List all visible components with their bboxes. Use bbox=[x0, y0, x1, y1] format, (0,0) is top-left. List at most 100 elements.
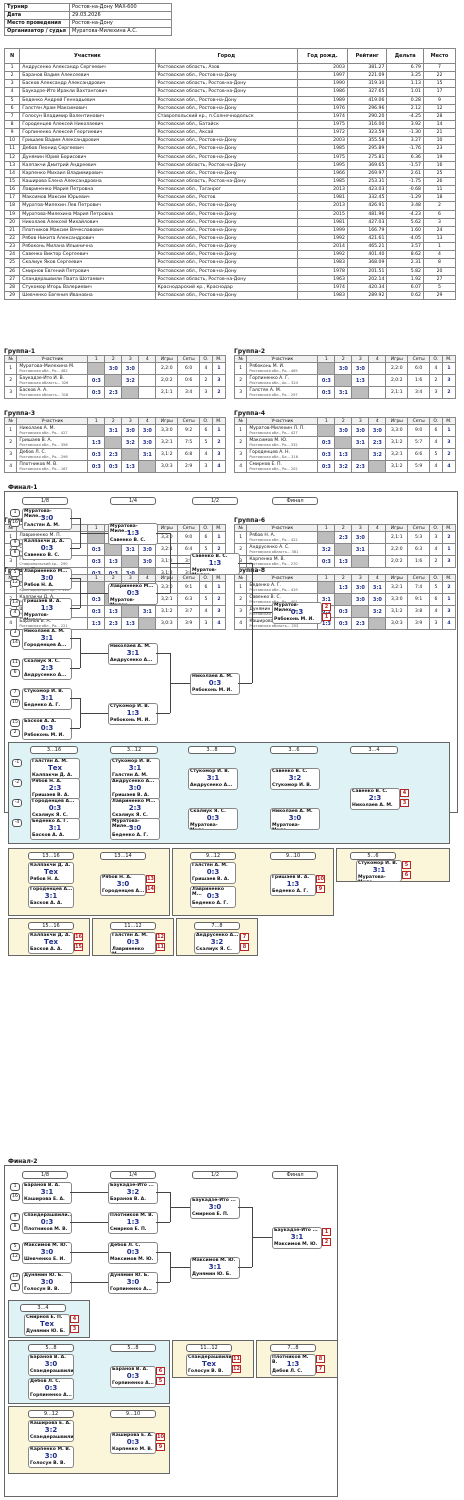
group-cell-sets: 6:3 bbox=[407, 543, 431, 556]
group-cell-name: Смирнов Е. П.Ростовская обл., Ро... 202 bbox=[246, 460, 319, 473]
match-player-b: Максимов М. Ю. bbox=[274, 1242, 318, 1247]
match-player-a: Стукомор И. В. bbox=[112, 759, 152, 764]
group-col-header: М. bbox=[441, 355, 457, 363]
player-cell: 0.62 bbox=[386, 290, 424, 301]
group-player-rating: 167 bbox=[60, 467, 68, 471]
group-player-name: Лавриненко М. П. bbox=[19, 533, 62, 538]
group-player-rating: 326 bbox=[61, 381, 69, 385]
match-player-b: Басков А. А. bbox=[32, 833, 65, 838]
player-cell: 15 bbox=[422, 79, 457, 89]
connector-line bbox=[170, 1207, 190, 1208]
group-score: 3:1 bbox=[372, 584, 382, 591]
place-box: 14 bbox=[146, 885, 155, 893]
match-player-b: Скалиук Я. С. bbox=[32, 813, 68, 818]
group-player-sub: Ростовская обл., Ро... 427 bbox=[19, 431, 85, 435]
group-cell-name: Дебов Л. С.Ростовская обл., Ро... 296 bbox=[16, 448, 89, 461]
place-box: 1 bbox=[322, 613, 331, 621]
group-score: 0:3 bbox=[321, 389, 331, 396]
connector-line bbox=[80, 593, 108, 594]
seed-box: 7 bbox=[10, 689, 20, 697]
player-cell: 5.62 bbox=[386, 217, 424, 227]
player-cell: Ростовская обл., Ростов-на-Дону bbox=[154, 290, 299, 301]
match-score: 3:2 bbox=[210, 938, 224, 946]
group-score: 3:2 bbox=[125, 377, 135, 384]
group-cell-score: 3:2 bbox=[121, 436, 140, 449]
match-player-b: Беденко А. Г. bbox=[24, 703, 61, 708]
group-cell-place: 2 bbox=[211, 386, 227, 399]
group-player-city: Ростовская обл., Ро... bbox=[19, 624, 61, 628]
player-cell: 419.06 bbox=[346, 95, 388, 105]
match-score: 0:3 bbox=[126, 938, 140, 946]
group-cell-place: 3 bbox=[441, 555, 457, 568]
group-player-sub: Ростовская обл., Ро... 202 bbox=[249, 467, 315, 471]
match-score: 3:0 bbox=[128, 784, 142, 792]
player-cell: 6.79 bbox=[386, 62, 424, 73]
connector-line bbox=[252, 563, 253, 683]
group-cell-score bbox=[121, 448, 140, 461]
player-cell: 0.28 bbox=[386, 95, 424, 105]
match-player-b: Дунямин Ю. Б. bbox=[26, 1329, 65, 1334]
group-score: 3:0 bbox=[355, 596, 365, 603]
player-cell: -1.29 bbox=[386, 193, 424, 203]
match-player-b: Калпакчи Д. А. bbox=[32, 773, 73, 778]
player-cell: 26 bbox=[422, 176, 457, 187]
seed-box: 5 bbox=[10, 569, 20, 577]
player-cell: 1976 bbox=[297, 103, 348, 113]
group-player-sub: Ростовская обл., Ба... 316 bbox=[249, 455, 315, 459]
group-cell-score bbox=[138, 362, 157, 375]
group-cell-place: 4 bbox=[211, 617, 227, 630]
connector-line bbox=[156, 1192, 170, 1193]
group-player-rating: 381 bbox=[291, 550, 299, 554]
group-score: 3:0 bbox=[125, 570, 135, 577]
connector-line bbox=[70, 1192, 108, 1193]
group-player-name: Дебов Л. С. bbox=[19, 450, 47, 455]
group-cell-score: 3:0 bbox=[121, 424, 140, 437]
connector-line bbox=[156, 593, 170, 594]
player-cell: 29 bbox=[422, 290, 457, 301]
group-col-header: № bbox=[3, 355, 18, 363]
player-cell: 327.65 bbox=[346, 87, 388, 97]
group-cell-games: 3,3:0 bbox=[385, 593, 409, 606]
player-cell: Спандерашвили Паата Шотаевич bbox=[19, 274, 156, 284]
group-score: 3:0 bbox=[142, 558, 152, 565]
match-score: 3:1 bbox=[40, 634, 54, 642]
match-player-b: Плотников М. В. bbox=[24, 1227, 68, 1232]
group-player-name: Максимов М. Ю. bbox=[249, 438, 288, 443]
match-score: 3:1 bbox=[372, 866, 386, 874]
group-player-sub: Ростовская обл., Ро... 419 bbox=[249, 588, 315, 592]
player-cell: Ростовская область, Ростов-на-Дону bbox=[154, 79, 299, 89]
group-cell-name: Гришаев В. А.Ростовская обл., Ро... 356 bbox=[16, 436, 89, 449]
round-header: Финал bbox=[272, 497, 318, 505]
group-player-rating: 356 bbox=[60, 443, 68, 447]
match-score: 3:0 bbox=[208, 1203, 222, 1211]
group-score: 3:0 bbox=[338, 427, 348, 434]
match-score: Тех bbox=[43, 938, 59, 946]
player-cell: 19 bbox=[3, 209, 21, 219]
group-score: 0:3 bbox=[108, 570, 118, 577]
match-score: 0:3 bbox=[206, 814, 220, 822]
group-cell-points: 4 bbox=[199, 362, 213, 375]
player-cell: 2 bbox=[422, 201, 457, 211]
player-cell: 26 bbox=[3, 266, 21, 276]
match-player-a: Стукомор И. В. bbox=[110, 704, 150, 709]
match-score: 3:0 bbox=[40, 514, 54, 522]
match-player-a: Николаев А. М. bbox=[24, 629, 65, 634]
player-cell: Ростовская обл., Ростов-на-Дону bbox=[154, 168, 299, 178]
